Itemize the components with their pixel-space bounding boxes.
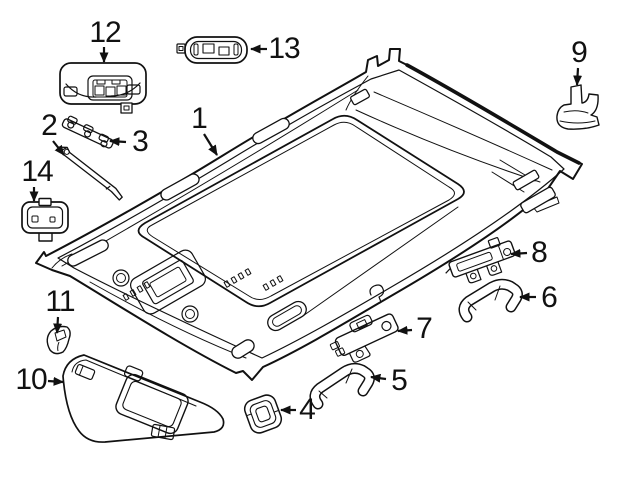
callout-arrow-5 xyxy=(370,373,387,383)
part-trim-strip-front xyxy=(58,146,123,201)
part-visor-clip xyxy=(46,325,71,355)
callout-label-11[interactable]: 11 xyxy=(45,285,75,318)
part-headliner-panel xyxy=(35,48,583,381)
part-corner-bracket9 xyxy=(556,84,600,130)
callout-arrow-10 xyxy=(47,376,64,386)
part-trim-strip-rear xyxy=(61,115,114,149)
part-handle-bracket-rail8 xyxy=(445,237,516,284)
callout-label-14[interactable]: 14 xyxy=(21,155,53,188)
callout-arrow-9 xyxy=(573,67,583,86)
connector-ticks xyxy=(122,268,284,301)
callout-label-6[interactable]: 6 xyxy=(541,281,558,314)
part-sun-visor xyxy=(62,354,225,443)
mounting-slots xyxy=(67,88,556,359)
console-recess xyxy=(130,249,206,315)
callout-label-8[interactable]: 8 xyxy=(531,236,548,269)
part-grab-handle5 xyxy=(309,362,375,410)
callout-arrow-11 xyxy=(53,316,63,334)
callout-arrows xyxy=(29,44,583,415)
part-handle-bracket7 xyxy=(329,313,399,363)
part-overhead-console xyxy=(59,62,147,114)
callout-arrow-3 xyxy=(109,137,127,147)
callout-label-13[interactable]: 13 xyxy=(268,32,300,65)
coat-hook-cutout xyxy=(369,284,385,303)
callout-label-4[interactable]: 4 xyxy=(299,393,316,426)
callout-arrow-7 xyxy=(397,325,413,335)
visor-mirror xyxy=(115,365,189,435)
callout-label-9[interactable]: 9 xyxy=(571,36,588,69)
callout-label-12[interactable]: 12 xyxy=(89,16,121,49)
sunroof-opening xyxy=(137,114,465,308)
callout-label-3[interactable]: 3 xyxy=(132,125,149,158)
part-retainer-clip4 xyxy=(243,394,283,434)
callout-label-2[interactable]: 2 xyxy=(41,109,58,142)
callout-arrow-8 xyxy=(510,248,528,258)
callout-label-1[interactable]: 1 xyxy=(191,102,208,135)
visor-mount xyxy=(150,423,176,441)
part-control-module xyxy=(176,36,248,64)
part-mounting-bracket14 xyxy=(21,197,69,242)
callout-label-10[interactable]: 10 xyxy=(15,363,47,396)
part-grab-handle6 xyxy=(458,278,523,323)
callout-label-7[interactable]: 7 xyxy=(416,312,433,345)
callout-arrow-1 xyxy=(203,133,218,156)
callout-label-5[interactable]: 5 xyxy=(391,364,408,397)
callout-arrow-2 xyxy=(52,140,65,156)
roof-rear-edge xyxy=(405,63,581,165)
